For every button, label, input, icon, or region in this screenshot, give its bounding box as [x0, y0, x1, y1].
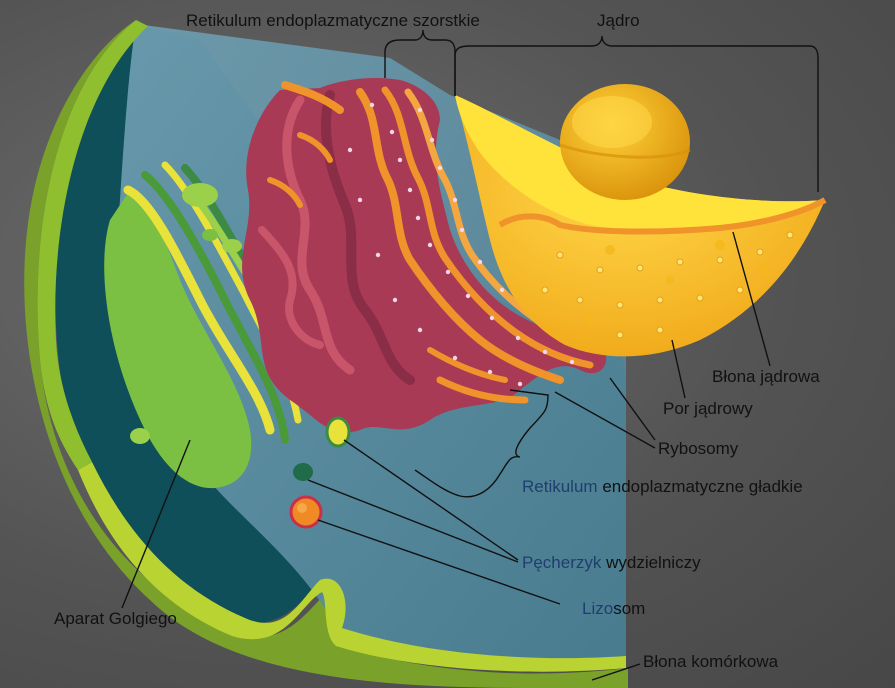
label-nuclear-pore: Por jądrowy — [663, 399, 753, 418]
label-golgi: Aparat Golgiego — [54, 609, 177, 628]
label-lysosome-part2: som — [613, 599, 645, 618]
label-nuclear-membrane: Błona jądrowa — [712, 367, 820, 386]
label-nucleus: Jądro — [597, 11, 640, 30]
label-smooth-er: Retikulum endoplazmatyczne gładkie — [522, 477, 803, 496]
label-cell-membrane: Błona komórkowa — [643, 652, 779, 671]
label-secretory-vesicle-part2: wydzielniczy — [601, 553, 701, 572]
secretory-vesicle-2 — [293, 463, 313, 481]
label-lysosome: Lizosom — [582, 599, 645, 618]
label-ribosomes: Rybosomy — [658, 439, 739, 458]
label-secretory-vesicle: Pęcherzyk wydzielniczy — [522, 553, 701, 572]
label-smooth-er-part1: Retikulum — [522, 477, 598, 496]
label-lysosome-part1: Lizo — [582, 599, 613, 618]
lysosome — [291, 497, 321, 527]
label-rough-er: Retikulum endoplazmatyczne szorstkie — [186, 11, 480, 30]
label-secretory-vesicle-part1: Pęcherzyk — [522, 553, 602, 572]
label-smooth-er-part2: endoplazmatyczne gładkie — [598, 477, 803, 496]
